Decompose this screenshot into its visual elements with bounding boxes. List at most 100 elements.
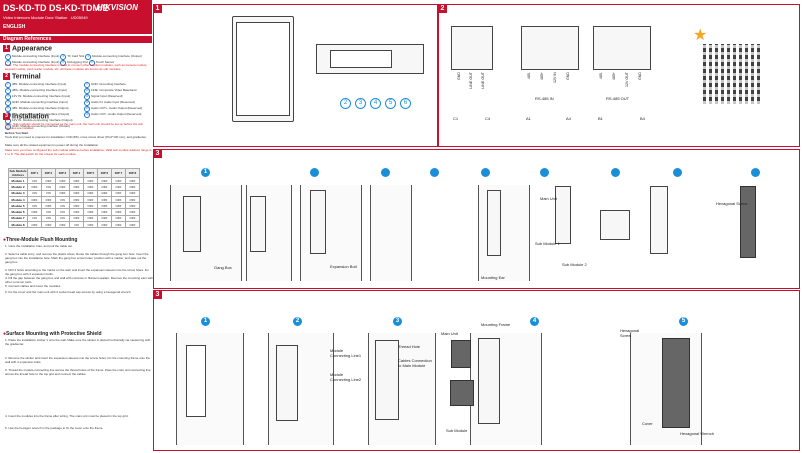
dip-cell: OFF	[97, 221, 112, 229]
hex-screw-b-label: Hexagonal Screw	[620, 328, 640, 338]
side-view-board	[330, 50, 392, 68]
conn-line1-label: Module Connecting Line1	[330, 348, 362, 358]
flush-step-1: 1. Cave the installation hole, and pull …	[5, 244, 73, 248]
step-circle-b2: 2	[293, 317, 302, 326]
flush-mount-heading: ●Three-Module Flush Mounting	[3, 237, 78, 243]
frame-drawing-b2	[276, 345, 298, 421]
main-unit-label: Main Unit	[540, 196, 557, 201]
sub-module1-label: Sub Module 1	[535, 241, 560, 246]
gang-box-label: Gang Box	[214, 265, 232, 270]
callout-4: 4	[370, 98, 381, 109]
column-header: DIP 3	[55, 168, 70, 178]
panel-3b-frame	[153, 290, 800, 451]
panel-1-frame	[153, 4, 438, 147]
frame-drawing-b4	[478, 338, 500, 424]
cover-drawing	[662, 338, 690, 428]
step-circle-3	[381, 168, 390, 177]
bottom-a4: A4	[566, 116, 571, 121]
step-circle-9	[751, 168, 760, 177]
column-header: DIP 5	[83, 168, 98, 178]
mounting-ear-label: Mounting Ear	[481, 275, 505, 280]
rs485-in-label: RS-485 IN	[535, 96, 554, 101]
connector-c	[451, 26, 493, 70]
callout-5: 5	[385, 98, 396, 109]
hex-screw-label: Hexagonal Screw	[716, 201, 748, 206]
front-panel-inner	[236, 22, 290, 116]
cover-label: Cover	[642, 421, 653, 426]
panel-1-number: 1	[153, 4, 162, 13]
column-header: DIP 2	[41, 168, 56, 178]
callout-2: 2	[340, 98, 351, 109]
surface-step-5: 5. Use the hexagon wrench in the package…	[5, 426, 104, 430]
step-circle-1: 1	[201, 168, 210, 177]
bottom-b1: B1	[598, 116, 603, 121]
dip-cell: OFF	[125, 221, 140, 229]
installation-note: Note: Sub-modules should be connected as…	[5, 122, 143, 130]
panel-3a-frame	[153, 149, 800, 289]
main-unit-b-label: Main Unit	[441, 331, 458, 336]
installation-step-3: Make sure you have configured the sub mo…	[5, 148, 152, 156]
term-b-0: 485-	[599, 72, 603, 80]
cable-connection-label: Cables Connection to Main Module	[398, 358, 432, 368]
panel-3a-number: 3	[153, 149, 162, 158]
step-circle-6	[540, 168, 549, 177]
term-c-0: GND	[457, 72, 461, 80]
term-a-3: GND	[566, 72, 570, 80]
flush-step-3: 3. Drill 4 holes according to the marks …	[5, 268, 149, 276]
gang-box-drawing	[183, 196, 201, 252]
term-c-2: LINE OUT	[481, 72, 485, 89]
dip-cell: OFF	[27, 221, 42, 229]
flush-step-2: 2. Select a cable entry, and remove the …	[5, 252, 149, 264]
brand-logo: HIKVISION	[97, 3, 138, 12]
flush-step-4: 4. Fill the gap between the gang box and…	[5, 276, 153, 284]
dip-cell: OFF	[55, 221, 70, 229]
header-banner	[0, 0, 152, 34]
column-header: DIP 6	[97, 168, 112, 178]
surface-step-4: 4. Insert the modules into the frame aft…	[5, 414, 129, 418]
term-a-0: 485-	[527, 72, 531, 80]
column-header: DIP 4	[69, 168, 84, 178]
callout-3: 3	[355, 98, 366, 109]
panel-2-frame	[438, 4, 800, 147]
step-circle-8	[673, 168, 682, 177]
gang-box-5	[487, 190, 501, 256]
step-circle-2	[310, 168, 319, 177]
diagram-references-bar: Diagram References	[0, 36, 152, 43]
step-circle-b1: 1	[201, 317, 210, 326]
row-label-cell: Module 8	[8, 221, 28, 229]
term-c-1: LINE OUT	[469, 72, 473, 89]
appearance-note: Note: The module-connecting interface is…	[5, 63, 148, 71]
connector-a	[521, 26, 579, 70]
term-b-3: GND	[638, 72, 642, 80]
thread-hole-label: Thread Hole	[398, 344, 421, 349]
gang-box-2	[250, 196, 266, 252]
dip-cell: OFF	[111, 221, 126, 229]
sticker-drawing	[186, 345, 206, 417]
panel-3b-number: 3	[153, 290, 162, 299]
step-circle-b5: 5	[679, 317, 688, 326]
panel-2-number: 2	[438, 4, 447, 13]
gang-box-3	[310, 190, 326, 254]
sub-module-label: Sub Module	[446, 428, 468, 433]
wall-5	[478, 185, 530, 281]
conn-line2-label: Module Connecting Line2	[330, 372, 362, 382]
callout-6: 6	[400, 98, 411, 109]
dip-switch-table: Sub Module Address DIP 1 DIP 2 DIP 3 DIP…	[8, 168, 140, 229]
module-insert-drawing	[600, 210, 630, 240]
bottom-c4: C4	[485, 116, 491, 121]
step-circle-5	[481, 168, 490, 177]
column-header: DIP 8	[125, 168, 140, 178]
surface-step-3: 3. Thread the module-connecting line acr…	[5, 368, 151, 376]
bottom-c1: C1	[453, 116, 459, 121]
